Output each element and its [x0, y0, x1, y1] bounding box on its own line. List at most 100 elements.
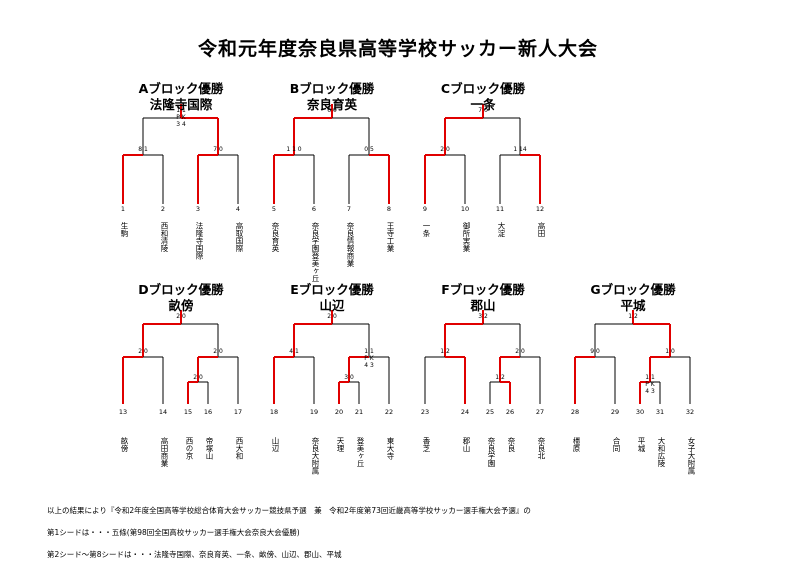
team-name-9: 一条 [422, 222, 431, 237]
score-sub-D: 2 0 [193, 374, 203, 381]
team-number-12: 12 [536, 205, 544, 213]
score-right-E: P K [364, 355, 375, 362]
score-right-E: 1 1 [364, 348, 374, 355]
score-sub-G: 1 1 [645, 374, 655, 381]
team-number-32: 32 [686, 408, 694, 416]
team-name-21: 登美ヶ丘 [356, 437, 365, 467]
block-winner-G: 平城 [620, 298, 646, 313]
team-name-7: 奈良情報商業 [346, 222, 355, 267]
block-winner-B: 奈良育英 [306, 97, 357, 112]
team-number-26: 26 [506, 408, 514, 416]
team-number-18: 18 [270, 408, 278, 416]
score-sub-F: 1 2 [495, 374, 505, 381]
score-left-G: 9 0 [590, 348, 600, 355]
team-name-19: 奈良大附属 [311, 437, 320, 475]
team-number-5: 5 [272, 205, 276, 213]
score-right-B: 0 5 [364, 146, 374, 153]
team-name-20: 天理 [336, 437, 345, 452]
score-final-G: 1 2 [628, 313, 638, 320]
team-number-6: 6 [312, 205, 316, 213]
score-final-F: 3 2 [478, 313, 488, 320]
team-number-20: 20 [335, 408, 343, 416]
team-number-13: 13 [119, 408, 127, 416]
score-left-D: 2 0 [138, 348, 148, 355]
team-number-4: 4 [236, 205, 240, 213]
score-right-F: 2 0 [515, 348, 525, 355]
team-name-26: 奈良 [507, 437, 516, 452]
score-sub-G: 4 3 [645, 388, 655, 395]
team-number-7: 7 [347, 205, 351, 213]
score-final-B: 6 0 [327, 107, 337, 114]
team-number-23: 23 [421, 408, 429, 416]
team-number-11: 11 [496, 205, 504, 213]
team-name-16: 帝塚山 [205, 437, 214, 460]
team-name-17: 西大和 [235, 437, 244, 460]
score-right-G: 1 0 [665, 348, 675, 355]
block-heading-F: Fブロック優勝 [441, 282, 525, 297]
team-number-2: 2 [161, 205, 165, 213]
team-number-19: 19 [310, 408, 318, 416]
team-number-30: 30 [636, 408, 644, 416]
team-number-29: 29 [611, 408, 619, 416]
team-number-8: 8 [387, 205, 391, 213]
team-name-25: 奈良学園 [487, 437, 496, 467]
block-winner-C: 一条 [470, 97, 496, 112]
team-name-13: 畝傍 [120, 437, 129, 452]
note-line-3: 第2シード～第8シードは・・・法隆寺国際、奈良育英、一条、畝傍、山辺、郡山、平城 [47, 550, 342, 559]
block-heading-D: Dブロック優勝 [138, 282, 224, 297]
team-name-6: 奈良学園登美ヶ丘 [311, 222, 320, 282]
score-right-D: 2 0 [213, 348, 223, 355]
team-number-9: 9 [423, 205, 427, 213]
team-name-12: 高田 [537, 222, 546, 237]
score-right-A: 7 0 [213, 146, 223, 153]
team-name-2: 西和清陵 [160, 222, 169, 252]
score-right-C: 1 14 [513, 146, 527, 153]
team-name-14: 高田商業 [160, 437, 169, 467]
team-name-24: 郡山 [462, 437, 471, 452]
block-heading-A: Aブロック優勝 [138, 81, 224, 96]
block-heading-E: Eブロック優勝 [290, 282, 374, 297]
note-line-1: 以上の結果により『令和2年度全国高等学校総合体育大会サッカー競技県予選 兼 令和… [47, 506, 531, 515]
team-number-21: 21 [355, 408, 363, 416]
team-name-31: 大和広陵 [657, 437, 666, 467]
team-number-14: 14 [159, 408, 167, 416]
block-winner-D: 畝傍 [168, 298, 194, 313]
team-number-22: 22 [385, 408, 393, 416]
team-number-17: 17 [234, 408, 242, 416]
team-name-15: 西の京 [185, 437, 194, 460]
score-final-D: 2 0 [176, 313, 186, 320]
score-left-C: 2 0 [440, 146, 450, 153]
team-number-15: 15 [184, 408, 192, 416]
team-name-29: 合同 [612, 437, 621, 452]
team-name-5: 奈良育英 [271, 222, 280, 252]
team-name-18: 山辺 [271, 437, 280, 452]
team-name-10: 御所実業 [462, 222, 471, 252]
team-name-23: 香芝 [422, 437, 431, 452]
block-winner-F: 郡山 [470, 298, 496, 313]
team-number-10: 10 [461, 205, 469, 213]
team-name-32: 女子大附属 [687, 437, 696, 475]
team-name-30: 平城 [637, 437, 646, 452]
team-name-27: 奈良北 [537, 437, 546, 460]
score-final-A: 3 4 [176, 121, 186, 128]
team-name-8: 王寺工業 [386, 222, 395, 252]
score-left-A: 8 1 [138, 146, 148, 153]
team-number-27: 27 [536, 408, 544, 416]
block-heading-C: Cブロック優勝 [440, 81, 526, 96]
score-right-E: 4 3 [364, 362, 374, 369]
score-left-F: 1 2 [440, 348, 450, 355]
score-sub-E: 3 0 [344, 374, 354, 381]
score-final-C: 7 0 [478, 107, 488, 114]
team-number-16: 16 [204, 408, 212, 416]
team-name-11: 大淀 [497, 222, 506, 237]
team-number-31: 31 [656, 408, 664, 416]
block-heading-G: Gブロック優勝 [590, 282, 676, 297]
score-final-E: 2 0 [327, 313, 337, 320]
team-number-1: 1 [121, 205, 125, 213]
team-number-3: 3 [196, 205, 200, 213]
score-final-A: 1 1 [176, 107, 186, 114]
team-name-3: 法隆寺国際 [195, 222, 204, 260]
team-name-22: 東大寺 [386, 437, 395, 460]
block-winner-A: 法隆寺国際 [149, 97, 213, 112]
